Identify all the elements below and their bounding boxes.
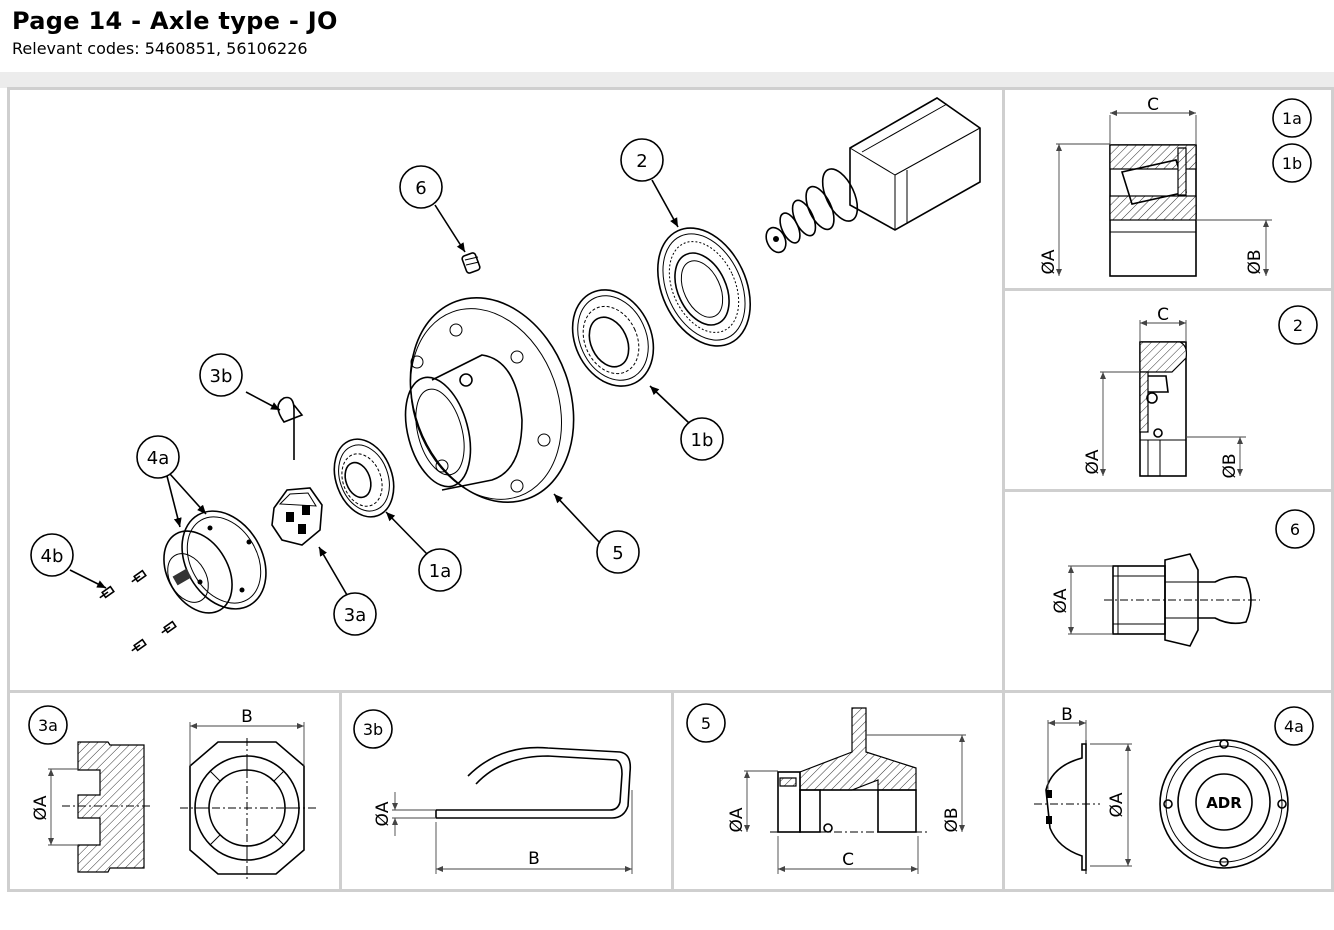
callout-1b: 1b: [680, 417, 724, 461]
svg-text:1b: 1b: [1282, 154, 1302, 173]
callout-6: 6: [399, 165, 443, 209]
hub-section-drawing: ØA ØB C 5: [686, 703, 966, 874]
callout-5: 5: [596, 530, 640, 574]
svg-text:5: 5: [612, 543, 623, 564]
detail-bearing-panel: C ØA ØB 1a 1b: [1002, 87, 1334, 291]
svg-text:3b: 3b: [210, 366, 233, 387]
outer-bearing: [571, 289, 655, 387]
dim-c-label: C: [1157, 305, 1169, 325]
detail-castle-nut-panel: ØA B 3a: [7, 690, 342, 892]
detail-split-pin-panel: ØA B 3b: [339, 690, 674, 892]
tag-3b: 3b: [353, 709, 393, 749]
dim-oa-label: ØA: [1083, 449, 1103, 474]
dim-ob-label: ØB: [1245, 249, 1265, 274]
dim-ob-label: ØB: [1220, 453, 1240, 478]
svg-text:3a: 3a: [344, 605, 366, 626]
dim-b-label: B: [241, 707, 253, 727]
callout-2: 2: [620, 138, 664, 182]
svg-text:3a: 3a: [38, 716, 58, 735]
dim-b-label: B: [528, 849, 540, 869]
tag-6: 6: [1275, 509, 1315, 549]
nipple-drawing: ØA 6: [1051, 509, 1315, 647]
shaft-seal: [656, 227, 752, 347]
tag-1b: 1b: [1272, 143, 1312, 183]
cap-screws: [99, 569, 177, 652]
bearing-section-drawing: C ØA ØB 1a 1b: [1039, 95, 1312, 277]
hub: [404, 296, 575, 504]
header-divider-band: [0, 72, 1334, 88]
svg-text:4a: 4a: [147, 448, 169, 469]
svg-text:5: 5: [701, 714, 711, 733]
hub-cap: [163, 510, 267, 614]
tag-3a: 3a: [28, 705, 68, 745]
relevant-codes: Relevant codes: 5460851, 56106226: [12, 39, 308, 58]
callout-4a: 4a: [136, 435, 180, 479]
svg-text:2: 2: [1293, 316, 1303, 335]
grease-nipple: [461, 252, 481, 274]
hub-cap-drawing: B ØA ADR 4a: [1034, 705, 1314, 874]
dim-c-label: C: [1147, 95, 1159, 115]
svg-text:1b: 1b: [691, 430, 714, 451]
callout-3a: 3a: [333, 592, 377, 636]
detail-hub-cap-panel: B ØA ADR 4a: [1002, 690, 1334, 892]
svg-text:4a: 4a: [1284, 717, 1304, 736]
page-title: Page 14 - Axle type - JO: [12, 7, 338, 35]
callout-4b: 4b: [30, 533, 74, 577]
svg-text:3b: 3b: [363, 720, 383, 739]
inner-bearing: [333, 438, 395, 518]
exploded-view-drawing: 6 2 3b 4a 1b 4b 5 1a 3a: [30, 97, 981, 652]
svg-text:4b: 4b: [41, 546, 64, 567]
dim-oa-label: ØA: [1107, 792, 1127, 817]
adr-logo: ADR: [1206, 794, 1242, 812]
split-pin: [277, 396, 304, 460]
dim-b-label: B: [1061, 705, 1073, 725]
detail-nipple-panel: ØA 6: [1002, 489, 1334, 693]
castle-nut: [271, 487, 323, 546]
seal-section-drawing: C ØA ØB 2: [1083, 305, 1318, 479]
exploded-view-panel: 6 2 3b 4a 1b 4b 5 1a 3a: [7, 87, 1005, 693]
dim-c-label: C: [842, 850, 854, 870]
detail-seal-panel: C ØA ØB 2: [1002, 288, 1334, 492]
dim-oa-label: ØA: [1051, 588, 1071, 613]
dim-oa-label: ØA: [373, 801, 393, 826]
dim-oa-label: ØA: [727, 807, 747, 832]
svg-text:2: 2: [636, 151, 647, 172]
callout-3b: 3b: [199, 353, 243, 397]
dim-oa-label: ØA: [31, 795, 51, 820]
svg-text:1a: 1a: [429, 561, 451, 582]
tag-5: 5: [686, 703, 726, 743]
castle-nut-drawing: ØA B 3a: [28, 705, 316, 880]
callout-1a: 1a: [418, 548, 462, 592]
tag-4a: 4a: [1274, 706, 1314, 746]
svg-text:6: 6: [1290, 520, 1300, 539]
axle-stub: [765, 97, 981, 254]
svg-text:1a: 1a: [1282, 109, 1302, 128]
split-pin-drawing: ØA B 3b: [353, 709, 633, 874]
tag-2: 2: [1278, 305, 1318, 345]
detail-hub-panel: ØA ØB C 5: [671, 690, 1005, 892]
dim-ob-label: ØB: [942, 807, 962, 832]
dim-oa-label: ØA: [1039, 249, 1059, 274]
tag-1a: 1a: [1272, 98, 1312, 138]
svg-text:6: 6: [415, 178, 426, 199]
